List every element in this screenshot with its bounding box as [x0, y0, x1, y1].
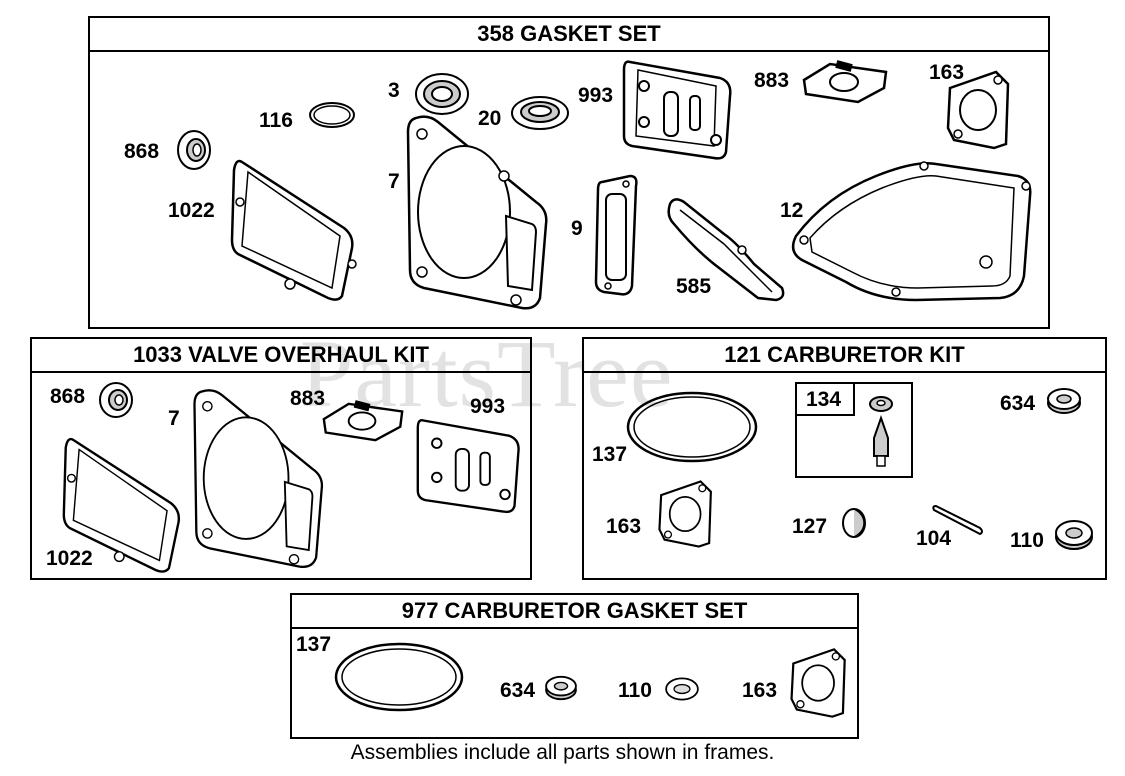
- carb-gasket-883-drawing: [320, 398, 406, 446]
- callout-134: 134: [806, 388, 842, 411]
- breather-gasket-1022-drawing: [60, 432, 190, 578]
- frame-gasket-set: 358 GASKET SET: [88, 16, 1050, 329]
- callout-163: 163: [929, 61, 965, 84]
- bowl-gasket-137-drawing: [332, 640, 466, 714]
- air-cleaner-gasket-163-drawing: [788, 644, 850, 722]
- callout-634: 634: [1000, 392, 1036, 415]
- oil-seal-868-drawing: [96, 380, 136, 420]
- inlet-needle-134-drawing: [866, 394, 896, 474]
- oil-seal-868-drawing: [174, 128, 214, 172]
- washer-634-drawing: [544, 674, 578, 702]
- frame-title: 121 CARBURETOR KIT: [584, 339, 1105, 373]
- callout-883: 883: [754, 69, 790, 92]
- crankcase-gasket-12-drawing: [786, 156, 1040, 308]
- callout-137: 137: [296, 633, 332, 656]
- cylinder-head-gasket-7-drawing: [404, 112, 552, 316]
- frame-valve-overhaul-kit: 1033 VALVE OVERHAUL KIT: [30, 337, 532, 580]
- callout-993: 993: [578, 84, 614, 107]
- welch-plug-127-drawing: [840, 506, 868, 540]
- callout-163: 163: [606, 515, 642, 538]
- callout-7: 7: [388, 170, 400, 193]
- callout-box-134: [795, 382, 855, 416]
- callout-7: 7: [168, 407, 180, 430]
- washer-634-drawing: [1046, 386, 1082, 416]
- frame-title: 977 CARBURETOR GASKET SET: [292, 595, 857, 629]
- intake-gasket-585-drawing: [664, 194, 788, 304]
- air-cleaner-gasket-163-drawing: [656, 476, 716, 552]
- frame-carburetor-gasket-set: 977 CARBURETOR GASKET SET: [290, 593, 859, 739]
- washer-110-drawing: [664, 674, 700, 704]
- breather-gasket-1022-drawing: [228, 156, 364, 304]
- frame-carburetor-kit: 121 CARBURETOR KIT: [582, 337, 1107, 580]
- carb-gasket-883-drawing: [800, 58, 890, 108]
- frame-title: 1033 VALVE OVERHAUL KIT: [32, 339, 530, 373]
- callout-868: 868: [124, 140, 160, 163]
- cover-gasket-9-drawing: [594, 174, 640, 298]
- o-ring-116-drawing: [308, 100, 356, 130]
- callout-20: 20: [478, 107, 502, 130]
- callout-137: 137: [592, 443, 628, 466]
- callout-110: 110: [618, 679, 652, 702]
- callout-585: 585: [676, 275, 712, 298]
- callout-12: 12: [780, 199, 804, 222]
- footnote: Assemblies include all parts shown in fr…: [350, 741, 775, 764]
- callout-634: 634: [500, 679, 536, 702]
- callout-1022: 1022: [46, 547, 93, 570]
- valve-cover-gasket-993-drawing: [414, 410, 524, 522]
- callout-104: 104: [916, 527, 952, 550]
- bowl-gasket-137-drawing: [624, 388, 760, 466]
- oil-seal-20-drawing: [510, 94, 570, 132]
- callout-110: 110: [1010, 529, 1044, 552]
- callout-3: 3: [388, 79, 400, 102]
- cylinder-head-gasket-7-drawing: [190, 386, 328, 574]
- callout-1022: 1022: [168, 199, 215, 222]
- callout-868: 868: [50, 385, 86, 408]
- callout-116: 116: [259, 109, 293, 132]
- callout-9: 9: [571, 217, 583, 240]
- pin-104-drawing: [932, 500, 988, 536]
- callout-993: 993: [470, 395, 506, 418]
- frame-title: 358 GASKET SET: [90, 18, 1048, 52]
- callout-163: 163: [742, 679, 778, 702]
- air-cleaner-gasket-163-drawing: [944, 68, 1014, 152]
- callout-883: 883: [290, 387, 326, 410]
- washer-110-drawing: [1054, 518, 1094, 552]
- valve-cover-gasket-993-drawing: [620, 56, 736, 164]
- callout-127: 127: [792, 515, 828, 538]
- oil-seal-3-drawing: [414, 70, 470, 118]
